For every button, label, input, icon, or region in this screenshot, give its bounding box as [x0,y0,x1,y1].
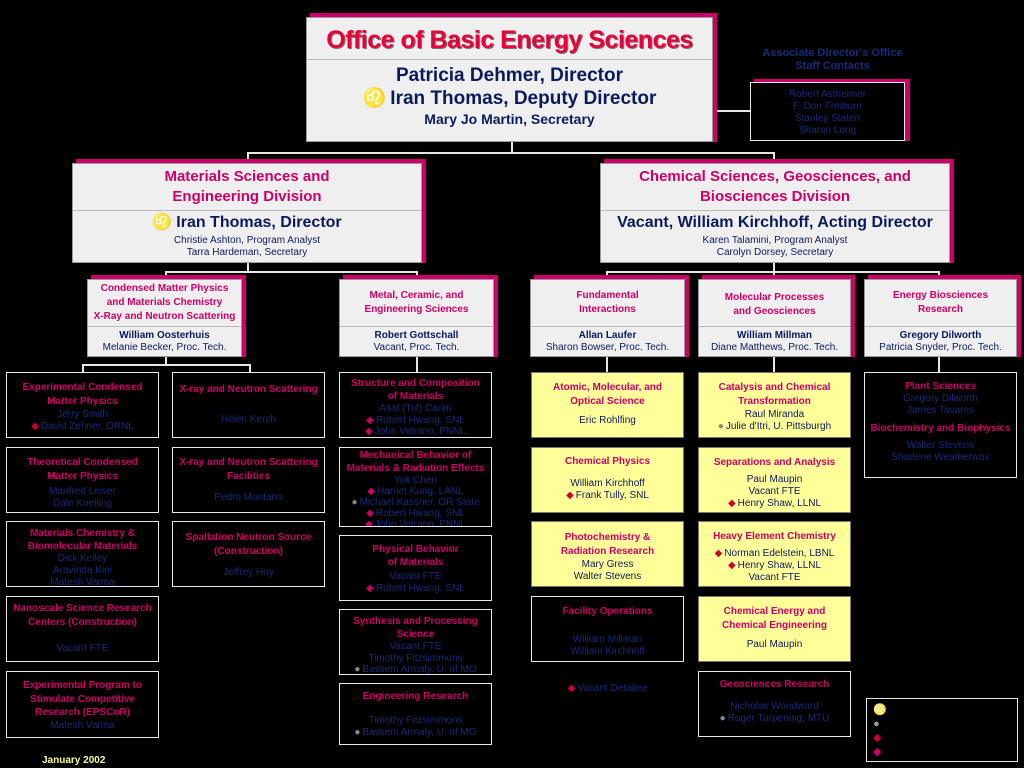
program-geosciences: Geosciences Research Nicholas WoodwardRo… [698,671,851,737]
program-heavy-element: Heavy Element Chemistry Norman Edelstein… [698,521,851,587]
legend-symbol-icon: ● [873,718,880,730]
msed-division-box: Materials Sciences and Engineering Divis… [72,163,422,263]
legend-symbol-icon: ◆ [873,732,882,744]
connector [773,356,775,372]
director-symbol-icon: ♌ [152,214,173,231]
program-materials-chemistry: Materials Chemistry &Biomolecular Materi… [6,521,159,587]
program-spallation: Spallation Neutron Source(Construction) … [172,521,325,587]
connector [165,271,417,273]
program-chemical-physics: Chemical Physics William KirchhoffFrank … [531,447,684,513]
csgb-division-box: Chemical Sciences, Geosciences, and Bios… [600,163,950,263]
connector [82,364,250,366]
date-label: January 2002 [42,755,106,766]
team-condensed-matter: Condensed Matter Physics and Materials C… [87,279,242,357]
connector [773,152,775,164]
legend-symbol-icon: ◆ [873,746,882,758]
office-secretary: Mary Jo Martin, Secretary [424,111,595,127]
team-metal-ceramic: Metal, Ceramic, and Engineering Sciences… [339,279,494,357]
connector [165,356,167,364]
connector [247,262,249,272]
team-energy-biosciences: Energy Biosciences Research Gregory Dilw… [864,279,1017,357]
connector [511,142,513,153]
connector [247,152,249,164]
connector [247,152,774,154]
connector [606,356,608,372]
office-title: Office of Basic Energy Sciences [326,26,693,54]
program-engineering-research: Engineering Research Timothy Fitzsimmons… [339,683,492,745]
office-director: Patricia Dehmer, Director [395,65,624,86]
connector [938,356,940,372]
legend-box: ♌ ● ◆ ◆ [866,698,1018,762]
legend-symbol-icon: ♌ [873,704,887,716]
assoc-staff-box: Robert Astheimer F. Don Freiburn Stanley… [750,82,905,141]
program-xray-neutron: X-ray and Neutron Scattering Helen Kerch [172,372,325,438]
assoc-title: Associate Director's Office Staff Contac… [762,47,903,72]
deputy-symbol-icon: ♌ [362,88,387,109]
connector [82,364,84,372]
program-photochemistry: Photochemistry &Radiation Research Mary … [531,521,684,587]
connector [713,110,751,112]
connector [416,356,418,372]
vacant-detailee: Vacant Detailee [531,683,684,695]
team-fundamental-interactions: Fundamental Interactions Allan Laufer Sh… [530,279,685,357]
team-molecular-processes: Molecular Processes and Geosciences Will… [698,279,851,357]
connector [773,262,775,272]
office-box: Office of Basic Energy Sciences Patricia… [306,17,713,142]
office-deputy: ♌Iran Thomas, Deputy Director [362,88,657,109]
connector [249,364,251,372]
connector [606,271,939,273]
